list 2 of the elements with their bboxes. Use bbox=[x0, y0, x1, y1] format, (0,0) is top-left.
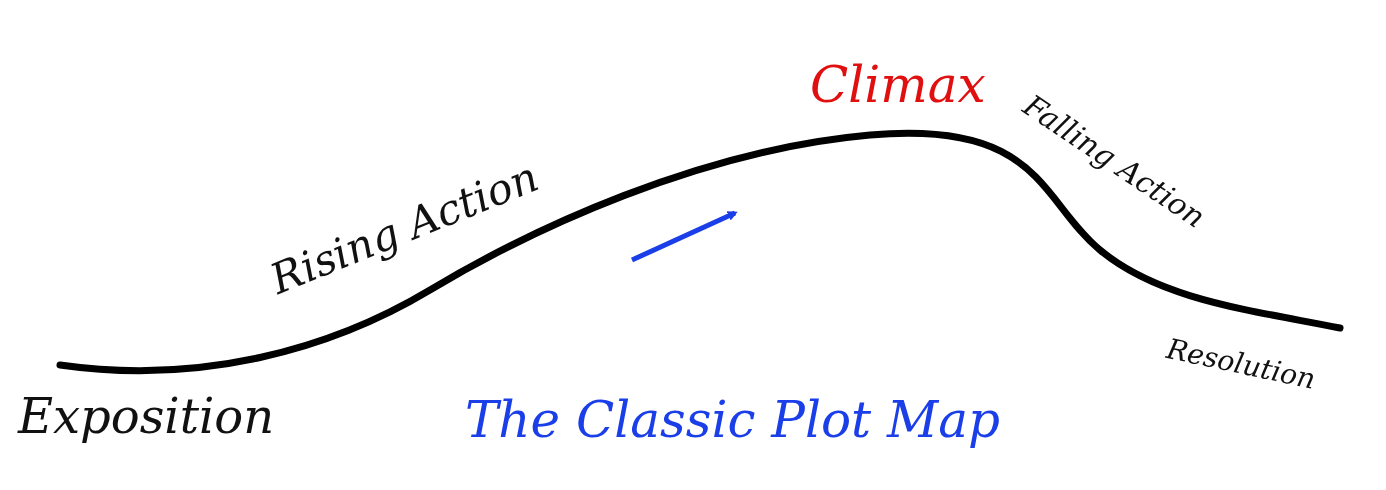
stage-label: Rising Action bbox=[265, 155, 544, 301]
stage-label: Climax bbox=[810, 60, 986, 110]
